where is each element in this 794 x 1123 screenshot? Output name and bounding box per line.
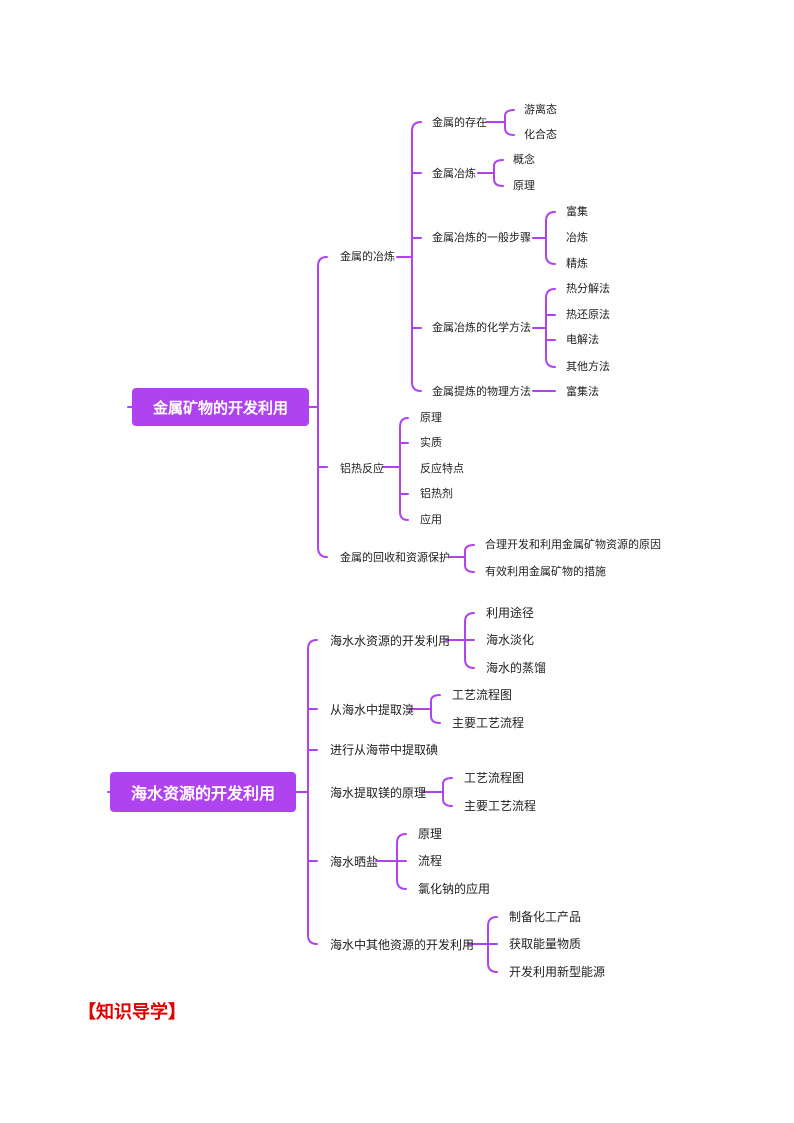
leaf: 实质 <box>420 436 442 449</box>
leaf: 精炼 <box>566 257 588 270</box>
leaf: 应用 <box>420 513 442 526</box>
leaf: 铝热剂 <box>420 487 453 500</box>
node-physical-methods: 金属提炼的物理方法 <box>432 385 531 398</box>
mindmap1-root: 金属矿物的开发利用 <box>132 388 309 426</box>
node-chemical-methods: 金属冶炼的化学方法 <box>432 321 531 334</box>
mindmap2-branch-magnesium: 海水提取镁的原理 <box>330 786 427 800</box>
leaf: 富集法 <box>566 385 599 398</box>
leaf: 主要工艺流程 <box>452 716 525 730</box>
mindmap2-branch-other: 海水中其他资源的开发利用 <box>330 938 475 952</box>
leaf: 其他方法 <box>566 360 610 373</box>
leaf: 主要工艺流程 <box>464 799 537 813</box>
leaf: 工艺流程图 <box>452 688 513 702</box>
leaf: 富集 <box>566 205 588 218</box>
leaf: 电解法 <box>566 333 599 346</box>
leaf: 原理 <box>420 411 442 424</box>
node-metal-existence: 金属的存在 <box>432 116 487 129</box>
leaf: 原理 <box>513 179 535 192</box>
mindmap1-branch-thermite: 铝热反应 <box>340 462 384 475</box>
mindmap2-branch-iodine: 进行从海带中提取碘 <box>330 743 439 757</box>
mindmap2-branch-salt: 海水晒盐 <box>330 855 379 869</box>
leaf: 氯化钠的应用 <box>418 882 491 896</box>
leaf: 工艺流程图 <box>464 771 525 785</box>
leaf: 利用途径 <box>486 606 535 620</box>
leaf: 合理开发和利用金属矿物资源的原因 <box>485 538 661 551</box>
leaf: 开发利用新型能源 <box>509 965 606 979</box>
mindmap1-branch-recycling: 金属的回收和资源保护 <box>340 551 450 564</box>
leaf: 海水淡化 <box>486 633 535 647</box>
leaf: 流程 <box>418 854 443 868</box>
mindmap2-branch-bromine: 从海水中提取溴 <box>330 703 415 717</box>
leaf: 热分解法 <box>566 282 610 295</box>
leaf: 热还原法 <box>566 308 610 321</box>
leaf: 原理 <box>418 827 443 841</box>
mindmap1-branch-metal-smelting: 金属的冶炼 <box>340 250 395 263</box>
leaf: 游离态 <box>524 103 557 116</box>
mindmap2-root: 海水资源的开发利用 <box>110 772 296 812</box>
leaf: 有效利用金属矿物的措施 <box>485 565 606 578</box>
section-heading: 【知识导学】 <box>78 1002 186 1023</box>
leaf: 制备化工产品 <box>509 910 582 924</box>
node-metal-smelting: 金属冶炼 <box>432 167 476 180</box>
leaf: 反应特点 <box>420 462 464 475</box>
mindmap2-branch-water: 海水水资源的开发利用 <box>330 634 451 648</box>
node-smelting-steps: 金属冶炼的一般步骤 <box>432 231 531 244</box>
leaf: 概念 <box>513 153 535 166</box>
leaf: 化合态 <box>524 128 557 141</box>
leaf: 获取能量物质 <box>509 937 582 951</box>
leaf: 海水的蒸馏 <box>486 661 547 675</box>
leaf: 冶炼 <box>566 231 588 244</box>
